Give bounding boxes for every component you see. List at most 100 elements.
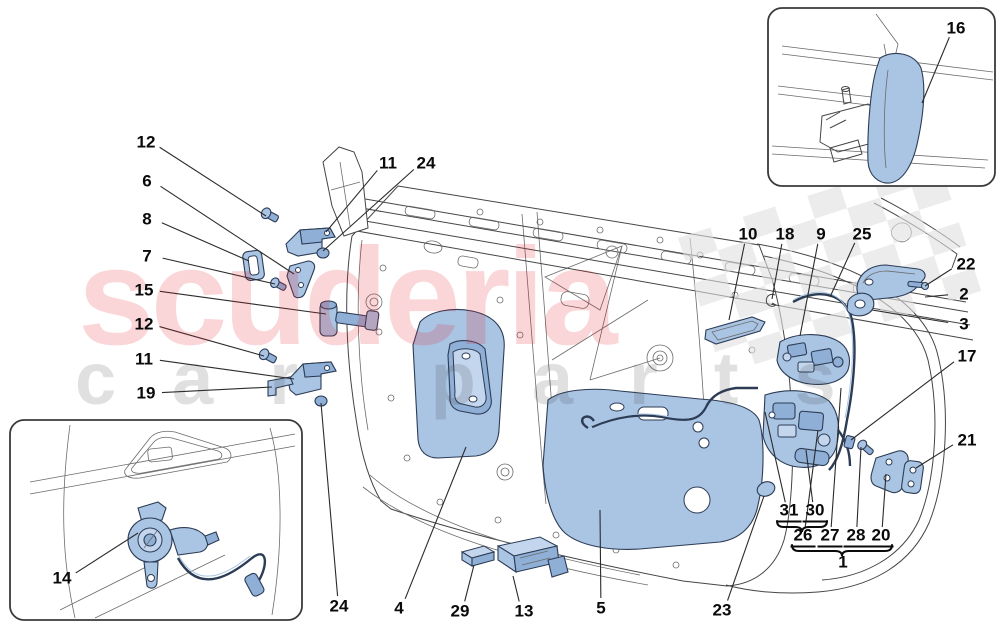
callout-25: 25 xyxy=(852,224,872,244)
door-a-pillar xyxy=(322,146,369,237)
leader-30 xyxy=(805,449,814,503)
leader-4 xyxy=(404,446,467,599)
callout-30: 30 xyxy=(802,502,828,523)
leader-9 xyxy=(799,243,819,337)
leader-17 xyxy=(850,361,955,441)
leader-lines xyxy=(75,36,955,602)
leader-14 xyxy=(75,532,139,574)
callout-1: 1 xyxy=(838,552,848,572)
leader-28 xyxy=(856,446,862,528)
callout-11: 11 xyxy=(379,153,397,173)
callout-18: 18 xyxy=(775,224,795,244)
callout-17: 17 xyxy=(957,346,977,366)
group-braces xyxy=(776,520,893,557)
leader-26 xyxy=(804,429,819,528)
leader-3 xyxy=(871,309,949,324)
callout-31: 31 xyxy=(776,502,802,523)
leader-5 xyxy=(599,509,602,599)
leader-12 xyxy=(159,326,265,357)
adhesive-pad-29 xyxy=(460,545,496,567)
callout-28: 28 xyxy=(843,527,869,548)
grommet-24-upper xyxy=(316,247,330,259)
callout-4: 4 xyxy=(394,598,404,618)
watermark-subtitle-text: car parts xyxy=(75,337,892,420)
callout-24: 24 xyxy=(416,153,436,173)
striker-assembly-20-28 xyxy=(857,439,909,494)
leader-2 xyxy=(924,294,949,298)
bowden-cable-25 xyxy=(792,293,856,471)
callout-19: 19 xyxy=(136,383,156,403)
leader-27 xyxy=(830,387,842,528)
pocket-trim-10 xyxy=(704,316,766,345)
hinge-gasket-19 xyxy=(267,376,294,397)
latch-actuator-13 xyxy=(496,536,569,578)
leader-23 xyxy=(727,495,765,601)
callout-6: 6 xyxy=(142,171,152,191)
callout-16: 16 xyxy=(946,18,966,38)
hinge-plate-6 xyxy=(286,260,316,299)
leader-15 xyxy=(159,290,327,315)
callout-11: 11 xyxy=(135,349,153,369)
rail-cover-16 xyxy=(867,52,925,184)
leader-24 xyxy=(322,169,415,252)
leader-11 xyxy=(159,359,295,380)
callout-23: 23 xyxy=(712,600,732,620)
inset-window-rail-detail xyxy=(767,7,996,187)
door-lock-assembly xyxy=(762,390,840,468)
sound-panel-5 xyxy=(542,386,764,550)
inset-lock-barrel-detail xyxy=(9,419,303,621)
callout-8: 8 xyxy=(142,209,152,229)
leader-8 xyxy=(161,222,250,262)
leader-16 xyxy=(921,36,950,104)
leader-25 xyxy=(829,242,856,298)
lower-hinge-screw xyxy=(258,348,278,364)
callout-22: 22 xyxy=(956,254,976,274)
leader-11 xyxy=(325,170,378,233)
watermark-brand-text: scuderia xyxy=(78,220,619,374)
leader-20 xyxy=(881,473,887,528)
callout-20: 20 xyxy=(868,527,894,548)
watermark: scuderia car parts xyxy=(75,220,892,420)
leader-22 xyxy=(924,268,953,287)
callout-2: 2 xyxy=(959,284,969,304)
door-latch-9 xyxy=(776,334,851,385)
callout-7: 7 xyxy=(142,246,152,266)
callout-5: 5 xyxy=(596,598,606,618)
grommet-23 xyxy=(756,481,776,497)
callout-29: 29 xyxy=(450,601,470,621)
leader-21 xyxy=(915,444,954,469)
callout-14: 14 xyxy=(52,568,72,588)
group-brace-0 xyxy=(776,520,828,533)
hinge-screw-7 xyxy=(270,277,287,291)
striker-plate-21 xyxy=(901,460,924,495)
callout-27: 27 xyxy=(817,527,843,548)
leader-19 xyxy=(161,386,273,394)
sound-panel-4 xyxy=(412,308,505,459)
callout-26: 26 xyxy=(790,527,816,548)
leader-31 xyxy=(764,411,786,503)
callout-9: 9 xyxy=(816,224,826,244)
callout-10: 10 xyxy=(738,224,758,244)
lock-barrel-14 xyxy=(127,501,266,597)
clip-18 xyxy=(765,293,777,307)
callout-12: 12 xyxy=(136,132,156,152)
leader-12 xyxy=(159,146,267,217)
leader-13 xyxy=(512,575,520,602)
callout-15: 15 xyxy=(134,280,154,300)
group-brace-1 xyxy=(791,544,893,557)
leader-6 xyxy=(160,185,295,275)
upper-hinge-screw xyxy=(260,207,280,223)
leader-7 xyxy=(162,257,276,285)
leader-18 xyxy=(771,243,783,300)
leader-10 xyxy=(728,243,746,321)
callout-24: 24 xyxy=(329,596,349,616)
leader-29 xyxy=(464,564,475,602)
callout-21: 21 xyxy=(957,430,977,450)
lower-hinge xyxy=(287,361,337,396)
callout-13: 13 xyxy=(514,601,534,621)
callout-3: 3 xyxy=(959,314,969,334)
door-check-strap-15 xyxy=(319,300,380,337)
callout-12: 12 xyxy=(134,314,154,334)
